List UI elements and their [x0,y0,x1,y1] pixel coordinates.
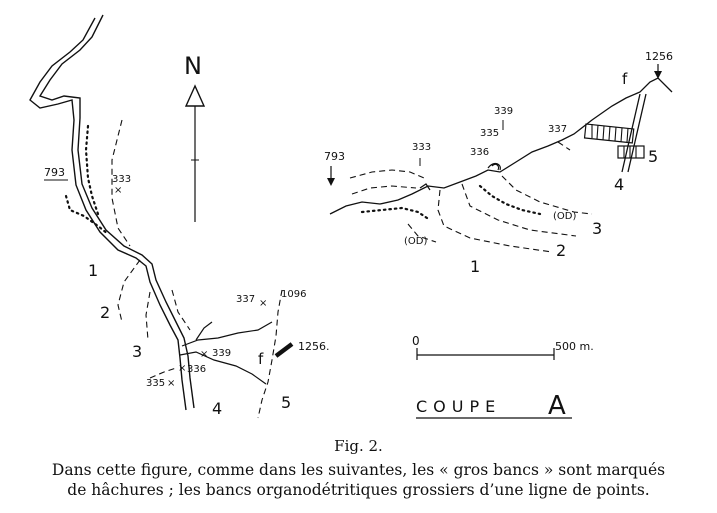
map-point-339: 339 [212,348,231,359]
map-labels: N 793 333 × 337 × 1096 1256. × 339 × 336… [44,52,330,418]
section-unit-2: 2 [556,241,566,260]
scale-end-label: 500 m. [555,340,594,353]
dip-mark [487,162,501,171]
map-point-337: 337 [236,294,255,305]
river-bank-east [38,14,195,409]
fault-line-1 [621,93,641,173]
section-unit-3: 3 [592,219,602,238]
map-point-333-mark: × [114,185,122,196]
tributary-east [181,321,273,347]
section-fault-label: f [622,70,628,88]
topographic-profile [329,77,673,215]
tributary-south [179,351,267,385]
section-dotted-bed-east [478,184,542,216]
map-unit-2: 2 [100,303,110,322]
dotted-bed-north [64,194,110,236]
hatched-bank-lower-hatch [623,146,637,158]
contact-e [149,367,177,379]
arrow-1256-head [654,71,662,79]
section-contact-5 [351,185,417,195]
section-title-letter: A [548,391,566,421]
section-contact-1 [437,189,553,253]
figure-drawing: N 793 333 × 337 × 1096 1256. × 339 × 336… [29,14,673,421]
north-label: N [184,52,202,80]
map-unit-4: 4 [212,399,222,418]
section-labels: 793 333 339 335 336 337 1256 f (OD) (OD)… [324,50,673,421]
map-unit-5: 5 [281,393,291,412]
dotted-bed-west [84,124,100,216]
section-point-339: 339 [494,106,513,117]
arrow-793-head [327,178,335,186]
figure-number: Fig. 2. [334,437,383,455]
section-unit-5: 5 [648,147,658,166]
map-point-1256: 1256. [298,340,330,353]
map-unit-1: 1 [88,261,98,280]
section-od-label-1: (OD) [553,211,576,222]
section-point-793: 793 [324,150,345,163]
river-bank-west [29,17,187,411]
contact-c [145,291,151,341]
section-point-335: 335 [480,128,499,139]
section-contact-3 [501,175,593,215]
caption-line-2: de hâchures ; les bancs organodétritique… [67,481,650,499]
section-point-333: 333 [412,142,431,153]
section-contact-6 [407,223,437,243]
map-point-335: 335 [146,378,165,389]
fold-mark [419,183,431,191]
contact-b [117,259,141,323]
tributary-small [195,321,213,341]
map-point-335-mark: × [167,378,175,389]
fault-line-2 [627,93,647,173]
section-title: COUPE [416,397,501,416]
section-point-1256: 1256 [645,50,673,63]
map-point-336-mark: × [178,363,186,374]
scale-start-label: 0 [412,334,420,348]
map-unit-3: 3 [132,342,142,361]
contact-f [257,289,283,419]
map-fault-label: f [258,350,264,368]
section-point-337: 337 [548,124,567,135]
contact-d [171,289,191,331]
section-unit-1: 1 [470,257,480,276]
map-point-336: 336 [187,364,206,375]
cross-section [327,64,673,360]
section-dotted-bed-west [360,206,432,222]
caption-line-1: Dans cette figure, comme dans les suivan… [51,461,666,479]
map-point-337-mark: × [259,298,267,309]
section-unit-4: 4 [614,175,624,194]
section-contact-2 [461,183,577,237]
section-point-336: 336 [470,147,489,158]
north-arrow-head [184,84,206,107]
geologic-map [29,14,294,419]
map-point-1096: 1096 [281,289,306,300]
section-contact-4 [349,169,425,179]
map-point-793: 793 [44,166,65,179]
hatched-bed [274,342,294,358]
map-point-333: 333 [112,174,131,185]
map-point-339-mark: × [200,349,208,360]
section-contact-7 [557,141,571,151]
hatched-bank-upper-hatch [591,124,629,143]
section-od-label-2: (OD) [404,236,427,247]
